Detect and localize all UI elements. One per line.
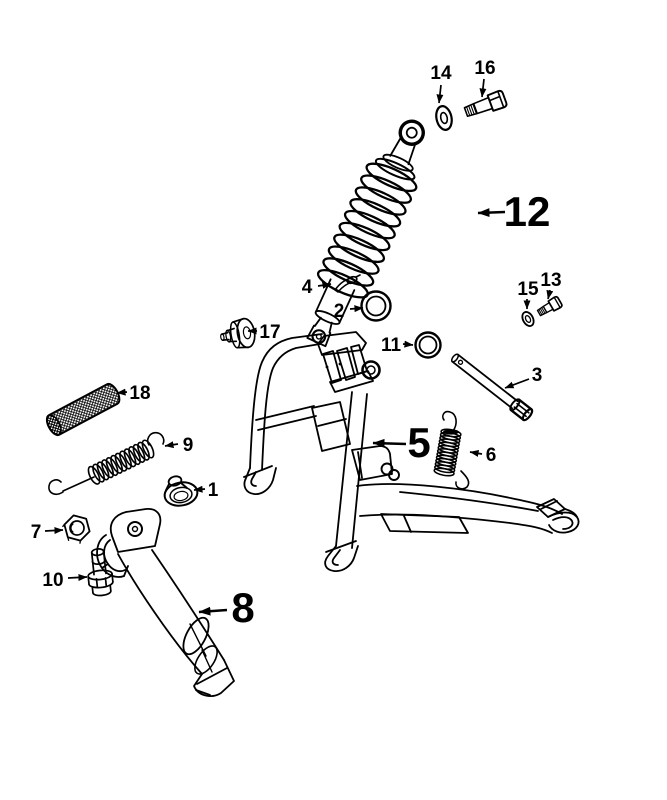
callout-16: 16 (474, 58, 496, 98)
callout-7: 7 (31, 522, 64, 543)
callout-11: 11 (381, 335, 414, 356)
callout-10: 10 (42, 570, 88, 591)
part-15-washer (521, 311, 535, 327)
callout-15: 15 (517, 279, 539, 310)
stand-right-foot (324, 540, 359, 572)
shock-top-eye (398, 119, 425, 146)
callout-13: 13 (540, 270, 562, 300)
part-8-side-stand (96, 508, 235, 697)
callout-14-label[interactable]: 14 (430, 63, 452, 84)
callout-12-label[interactable]: 12 (504, 188, 551, 235)
callout-9: 9 (164, 435, 194, 456)
spring-6-top-hook (442, 410, 457, 432)
callout-11-label[interactable]: 11 (381, 335, 402, 356)
callout-1-label[interactable]: 1 (208, 480, 219, 501)
callout-14: 14 (430, 63, 452, 104)
callout-4: 4 (302, 277, 332, 298)
callout-16-label[interactable]: 16 (474, 58, 495, 79)
stand-top-bracket (317, 331, 374, 393)
callout-18: 18 (116, 383, 151, 404)
part-10-stud (87, 548, 114, 597)
stand-left-foot (243, 465, 277, 495)
callout-8-label[interactable]: 8 (231, 584, 254, 631)
part-1-cap (163, 475, 199, 507)
callout-6-label[interactable]: 6 (486, 445, 497, 466)
part-9-spring (48, 431, 165, 495)
part-17-bumper (220, 317, 256, 349)
callout-6: 6 (469, 445, 497, 466)
spring-9-bottom-hook (48, 479, 64, 495)
callout-17-label[interactable]: 17 (259, 322, 280, 343)
shock-bottom-eye (311, 329, 327, 344)
callout-1: 1 (193, 480, 219, 501)
stand-pivot-boss (361, 360, 381, 380)
callout-3: 3 (504, 365, 543, 389)
callout-15-label[interactable]: 15 (517, 279, 539, 300)
part-13-bolt (536, 295, 563, 317)
part-12-shock-absorber (306, 119, 425, 348)
callout-7-label[interactable]: 7 (31, 522, 42, 543)
callout-2-label[interactable]: 2 (334, 301, 345, 322)
part-3-rod (450, 353, 534, 422)
callout-8: 8 (198, 584, 255, 631)
callout-18-label[interactable]: 18 (129, 383, 150, 404)
stand-clamp (351, 445, 400, 481)
callout-3-label[interactable]: 3 (532, 365, 543, 386)
part-16-bolt (463, 89, 508, 118)
callout-12: 12 (477, 188, 551, 235)
spring-6-bottom-hook (455, 470, 470, 490)
callout-13-label[interactable]: 13 (540, 270, 561, 291)
part-5-center-stand (243, 331, 580, 572)
part-4-clip (334, 274, 361, 293)
side-stand-pivot-bolt (127, 521, 143, 537)
part-11-ring (414, 331, 442, 359)
part-7-nut (62, 514, 91, 544)
callouts: 1 2 3 4 5 6 7 8 (31, 58, 562, 631)
callout-10-label[interactable]: 10 (42, 570, 63, 591)
spring-9-tail (62, 476, 95, 492)
side-stand-foot (193, 659, 235, 697)
part-18-sleeve (45, 382, 121, 437)
callout-17: 17 (247, 322, 281, 343)
part-6-spring (432, 410, 470, 490)
part-2-ring (360, 290, 392, 322)
callout-2: 2 (334, 301, 364, 322)
callout-4-label[interactable]: 4 (302, 277, 313, 298)
stand-bracket-arm (356, 483, 580, 534)
callout-5-label[interactable]: 5 (407, 419, 430, 466)
callout-5: 5 (372, 419, 431, 466)
part-14-washer (435, 105, 453, 131)
callout-9-label[interactable]: 9 (183, 435, 194, 456)
